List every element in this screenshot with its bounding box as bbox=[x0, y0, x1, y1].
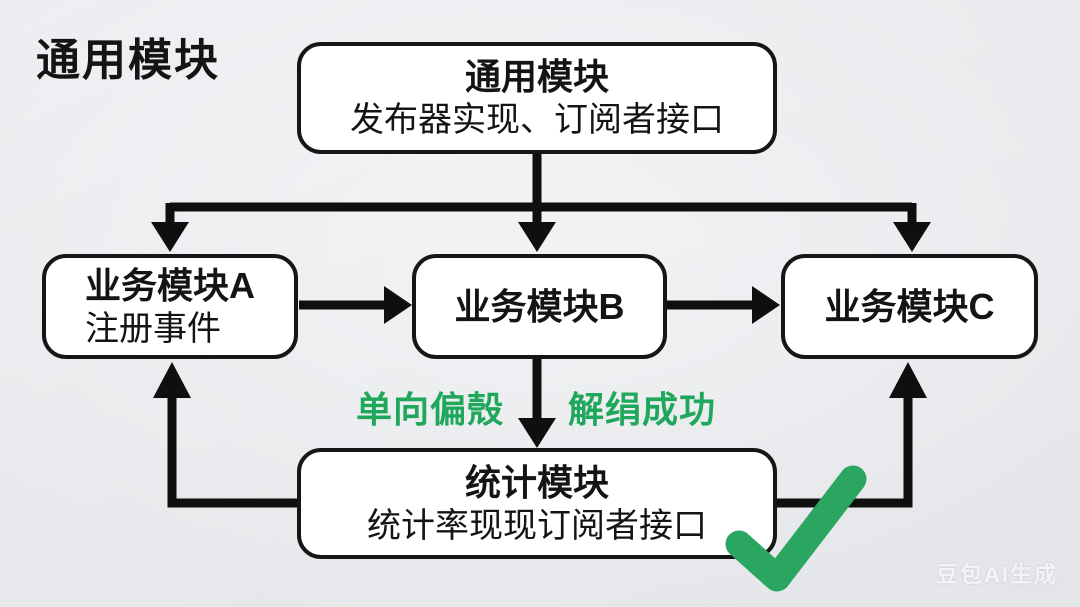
arrowhead-into-c-top bbox=[893, 222, 931, 252]
node-title: 业务模块B bbox=[454, 286, 625, 327]
node-subtitle: 统计率现现订阅者接口 bbox=[367, 506, 707, 545]
arrowhead-into-stats-top bbox=[518, 418, 556, 448]
node-subtitle: 注册事件 bbox=[85, 309, 221, 348]
node-module-c: 业务模块C bbox=[781, 254, 1038, 359]
arrowhead-into-b-left bbox=[384, 286, 412, 324]
node-module-a: 业务模块A 注册事件 bbox=[42, 254, 298, 359]
node-common-module: 通用模块 发布器实现、订阅者接口 bbox=[297, 42, 777, 154]
watermark: 豆包AI生成 bbox=[935, 562, 1058, 587]
page-title: 通用模块 bbox=[36, 36, 220, 85]
node-module-b: 业务模块B bbox=[412, 254, 667, 359]
arrowhead-into-b-top bbox=[518, 222, 556, 252]
arrowhead-into-a-top bbox=[151, 222, 189, 252]
node-stats-module: 统计模块 统计率现现订阅者接口 bbox=[297, 448, 777, 559]
node-title: 通用模块 bbox=[464, 56, 609, 98]
annotation-left: 单向偏殼 bbox=[356, 389, 505, 430]
node-title: 业务模块C bbox=[824, 286, 995, 327]
node-subtitle: 发布器实现、订阅者接口 bbox=[350, 101, 724, 140]
arrowhead-into-a-bottom bbox=[153, 362, 191, 398]
arrowhead-into-c-bottom bbox=[889, 362, 927, 398]
node-title: 统计模块 bbox=[464, 461, 609, 503]
edge-stats-to-a bbox=[167, 396, 299, 508]
check-icon bbox=[725, 465, 867, 592]
arrowhead-into-c-left bbox=[752, 286, 780, 324]
annotation-right: 解绢成功 bbox=[568, 389, 717, 430]
node-title: 业务模块A bbox=[85, 264, 255, 306]
